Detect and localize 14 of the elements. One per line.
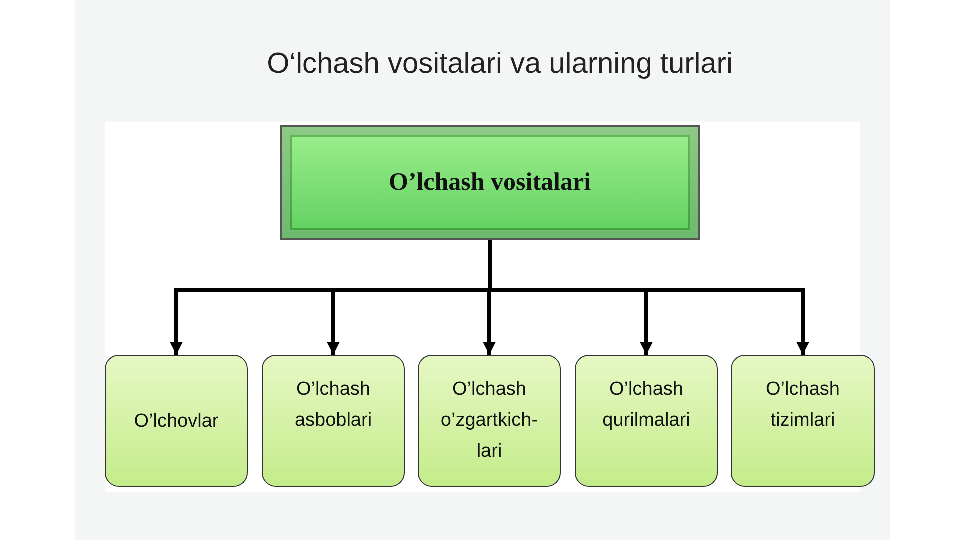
node-title: O’lchash vositalari <box>388 168 592 196</box>
root-box <box>280 125 700 240</box>
node-label: O’lchovlar <box>133 410 220 434</box>
category-box <box>731 355 875 487</box>
node-label: O’lchash o’zgartkich-lari <box>440 378 540 464</box>
category-box <box>418 355 561 487</box>
node-label: O’lchash tizimlari <box>765 378 841 433</box>
node-label: O’lchash asboblari <box>294 378 374 433</box>
category-box <box>262 355 405 487</box>
category-box <box>575 355 718 487</box>
category-box <box>105 355 248 487</box>
title: O‘lchash vositalari va ularning turlari <box>266 48 734 81</box>
arrow <box>488 240 810 355</box>
node-label: O’lchash qurilmalari <box>602 378 692 433</box>
